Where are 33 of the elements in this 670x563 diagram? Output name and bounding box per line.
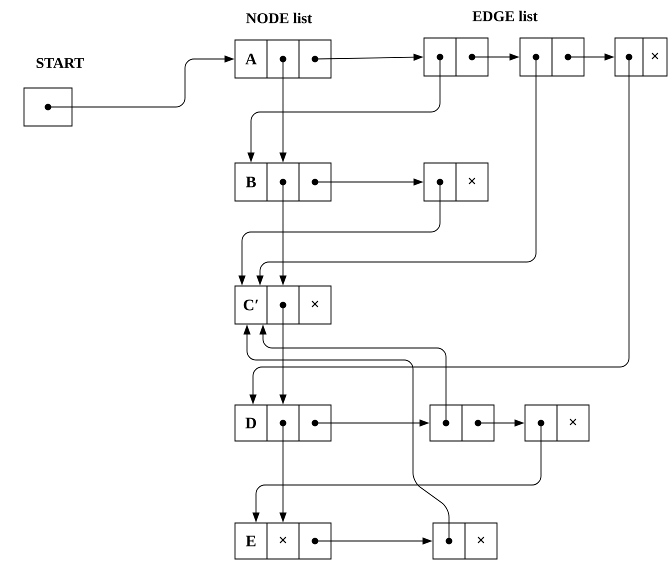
list-cell: × xyxy=(298,286,332,324)
pointer-cell xyxy=(298,40,332,78)
pointer-cell xyxy=(424,38,456,76)
pointer-cell xyxy=(430,404,462,442)
pointer-box: START xyxy=(24,58,84,126)
pointer-cell xyxy=(266,404,300,442)
pointer-cell xyxy=(298,162,332,202)
pointer-cell xyxy=(432,522,466,560)
pointer-cell xyxy=(520,38,552,76)
pointer-cell xyxy=(298,522,332,560)
pointer-cell xyxy=(552,38,584,76)
pointer-cell xyxy=(462,404,494,442)
list-cell: × xyxy=(266,522,300,560)
list-heading: NODE list xyxy=(246,12,312,24)
pointer-cell xyxy=(614,38,644,76)
list-cell: C′ xyxy=(234,286,268,324)
list-cell: E xyxy=(234,522,268,560)
pointer-cell xyxy=(266,286,300,324)
list-cell: A xyxy=(234,40,268,78)
list-cell: D xyxy=(234,404,268,442)
list-cell: × xyxy=(456,162,488,202)
list-cell: × xyxy=(642,38,668,76)
pointer-cell xyxy=(456,38,488,76)
pointer-cell xyxy=(524,404,558,442)
pointer-cell xyxy=(266,162,300,202)
list-heading: EDGE list xyxy=(472,10,538,22)
list-cell: × xyxy=(556,404,590,442)
list-cell: × xyxy=(464,522,498,560)
pointer-cell xyxy=(266,40,300,78)
list-cell: B xyxy=(234,162,268,202)
pointer-cell xyxy=(424,162,456,202)
pointer-cell xyxy=(298,404,332,442)
node-label: START xyxy=(36,58,84,68)
